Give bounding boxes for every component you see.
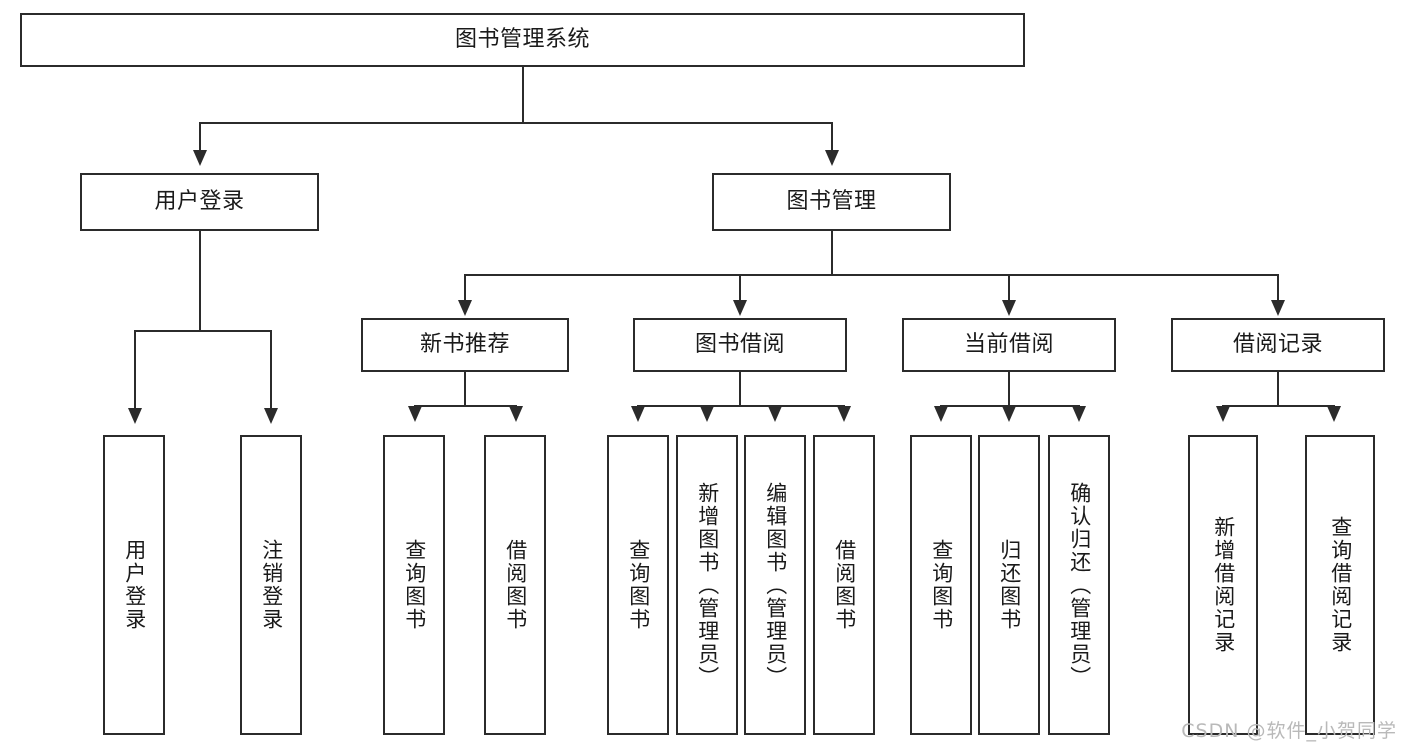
connector-bb-bus [637, 405, 845, 407]
node-label: 图书管理 [786, 189, 877, 215]
node-label: 注销登录 [259, 539, 284, 631]
node-leaf-add-record[interactable]: 新增借阅记录 [1188, 435, 1258, 735]
node-label: 借阅记录 [1232, 332, 1323, 358]
connector-bm-drop-2 [739, 274, 741, 302]
connector-nbr-bus [414, 405, 517, 407]
node-label: 查询图书 [929, 539, 954, 631]
connector-user-login-stem [199, 231, 201, 331]
node-leaf-query-book-2[interactable]: 查询图书 [607, 435, 669, 735]
connector-root-to-user-login [199, 122, 201, 152]
connector-user-login-drop-2 [270, 330, 272, 410]
arrowhead-leaf-return-book [1002, 406, 1016, 422]
arrowhead-leaf-query-book-3 [934, 406, 948, 422]
arrowhead-book-borrow [733, 300, 747, 316]
arrowhead-book-manage [825, 150, 839, 166]
node-user-login[interactable]: 用户登录 [80, 173, 319, 231]
node-borrow-record[interactable]: 借阅记录 [1171, 318, 1385, 372]
node-label: 归还图书 [997, 539, 1022, 631]
arrowhead-leaf-query-book-1 [408, 406, 422, 422]
node-label: 新增借阅记录 [1211, 516, 1236, 654]
node-book-manage[interactable]: 图书管理 [712, 173, 951, 231]
node-leaf-borrow-book-2[interactable]: 借阅图书 [813, 435, 875, 735]
node-book-borrow[interactable]: 图书借阅 [633, 318, 847, 372]
node-leaf-add-book[interactable]: 新增图书（管理员） [676, 435, 738, 735]
node-label: 用户登录 [122, 539, 147, 631]
node-leaf-query-book-1[interactable]: 查询图书 [383, 435, 445, 735]
arrowhead-current-borrow [1002, 300, 1016, 316]
connector-bm-drop-1 [464, 274, 466, 302]
node-label: 用户登录 [154, 189, 245, 215]
node-leaf-confirm-return[interactable]: 确认归还（管理员） [1048, 435, 1110, 735]
node-label: 确认归还（管理员） [1067, 481, 1092, 689]
connector-bm-drop-4 [1277, 274, 1279, 302]
node-label: 图书管理系统 [454, 27, 590, 53]
arrowhead-leaf-query-record [1327, 406, 1341, 422]
node-leaf-return-book[interactable]: 归还图书 [978, 435, 1040, 735]
arrowhead-leaf-edit-book [768, 406, 782, 422]
node-label: 编辑图书（管理员） [763, 481, 788, 689]
connector-br-stem [1277, 372, 1279, 406]
arrowhead-leaf-user-login [128, 408, 142, 424]
connector-root-bus [199, 122, 833, 124]
connector-book-manage-stem [831, 231, 833, 275]
arrowhead-leaf-query-book-2 [631, 406, 645, 422]
node-leaf-user-logout[interactable]: 注销登录 [240, 435, 302, 735]
node-leaf-query-record[interactable]: 查询借阅记录 [1305, 435, 1375, 735]
connector-book-manage-bus [464, 274, 1278, 276]
connector-bb-stem [739, 372, 741, 406]
arrowhead-leaf-borrow-book-1 [509, 406, 523, 422]
node-label: 图书借阅 [694, 332, 785, 358]
node-label: 查询借阅记录 [1328, 516, 1353, 654]
node-leaf-query-book-3[interactable]: 查询图书 [910, 435, 972, 735]
arrowhead-leaf-user-logout [264, 408, 278, 424]
arrowhead-leaf-add-book [700, 406, 714, 422]
node-leaf-borrow-book-1[interactable]: 借阅图书 [484, 435, 546, 735]
node-leaf-edit-book[interactable]: 编辑图书（管理员） [744, 435, 806, 735]
arrowhead-new-book-rec [458, 300, 472, 316]
arrowhead-user-login [193, 150, 207, 166]
node-label: 新增图书（管理员） [695, 481, 720, 689]
node-current-borrow[interactable]: 当前借阅 [902, 318, 1116, 372]
connector-br-bus [1222, 405, 1335, 407]
connector-nbr-stem [464, 372, 466, 406]
node-label: 借阅图书 [832, 539, 857, 631]
node-root-system[interactable]: 图书管理系统 [20, 13, 1025, 67]
node-leaf-user-login[interactable]: 用户登录 [103, 435, 165, 735]
connector-root-stem [522, 67, 524, 123]
connector-user-login-drop-1 [134, 330, 136, 410]
arrowhead-leaf-add-record [1216, 406, 1230, 422]
node-label: 查询图书 [626, 539, 651, 631]
connector-user-login-bus [134, 330, 272, 332]
connector-cb-stem [1008, 372, 1010, 406]
node-label: 借阅图书 [503, 539, 528, 631]
node-new-book-rec[interactable]: 新书推荐 [361, 318, 569, 372]
connector-bm-drop-3 [1008, 274, 1010, 302]
connector-root-to-book-manage [831, 122, 833, 152]
arrowhead-leaf-borrow-book-2 [837, 406, 851, 422]
node-label: 查询图书 [402, 539, 427, 631]
arrowhead-borrow-record [1271, 300, 1285, 316]
node-label: 当前借阅 [963, 332, 1054, 358]
node-label: 新书推荐 [419, 332, 510, 358]
arrowhead-leaf-confirm-return [1072, 406, 1086, 422]
